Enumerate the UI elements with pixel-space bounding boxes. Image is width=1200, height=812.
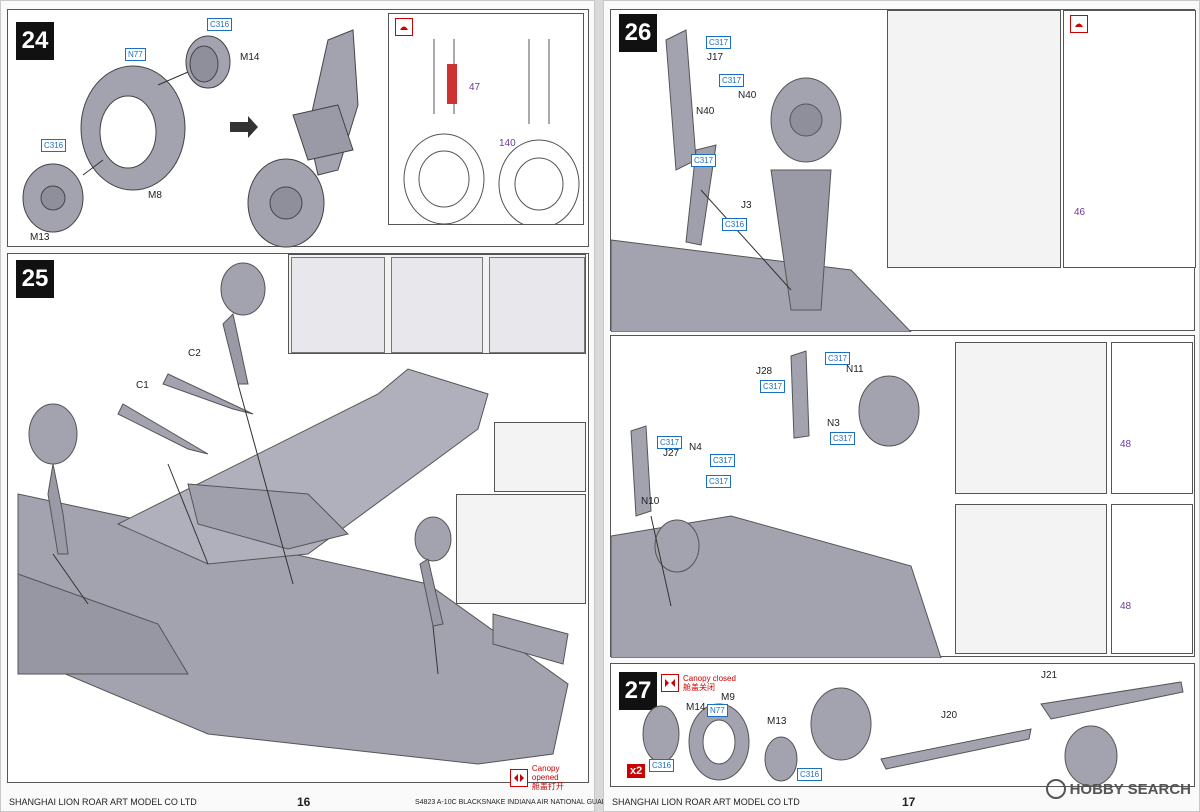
paint-ref: C317	[657, 436, 683, 449]
detail-inset	[456, 494, 586, 604]
detail-inset	[291, 257, 385, 353]
right-page: 26 C317 J17 C317 N40 N40 C317 J3 C316 46	[603, 0, 1200, 812]
paint-ref: C316	[207, 18, 233, 31]
step24-panel: 24 C316 M14 N77 C316 M8 M13	[7, 9, 589, 248]
detail-inset: 46	[1063, 10, 1196, 268]
part-label: M9	[721, 692, 735, 703]
step25-panel: 25	[7, 253, 589, 791]
step27-panel: 27 Canopy closed 舱盖关闭 x2 M14 N77 M9 C316…	[610, 663, 1195, 787]
step27-illustration	[642, 681, 1184, 787]
page-number: 17	[902, 795, 916, 809]
part-label: J21	[1041, 670, 1058, 681]
canopy-label-cn: 舱盖打开	[531, 782, 564, 791]
step24-illustration	[22, 29, 359, 248]
step-number: 25	[16, 260, 54, 298]
watermark: HOBBY SEARCH	[1045, 779, 1191, 799]
left-page: 24 C316 M14 N77 C316 M8 M13	[0, 0, 612, 812]
part-label: N40	[738, 90, 757, 101]
paint-ref: C316	[722, 218, 748, 231]
canopy-label: Canopy closed	[683, 674, 736, 683]
step25-detail-insets	[288, 254, 586, 354]
callout-number: 48	[1120, 439, 1132, 450]
part-label: M13	[30, 232, 50, 243]
part-label: M14	[686, 702, 706, 713]
step-number: 26	[619, 14, 657, 52]
part-label: N10	[641, 496, 660, 507]
paint-ref: C317	[760, 380, 786, 393]
callout-number: 48	[1120, 601, 1132, 612]
strut-line-drawing	[403, 39, 580, 224]
part-label: N3	[827, 418, 840, 429]
detail-inset	[887, 10, 1061, 268]
step26b-panel: J28 C317 C317 N11 N3 C317 C317 J27 N4 C3…	[610, 335, 1195, 658]
paint-ref: C316	[649, 759, 675, 772]
part-label: N11	[846, 364, 864, 375]
quantity-multiplier: x2	[627, 764, 646, 778]
page-number: 16	[297, 795, 311, 809]
part-label: M13	[767, 716, 787, 727]
step24-detail-inset: 47 140	[388, 13, 584, 225]
canopy-status: Canopy closed 舱盖关闭	[661, 674, 736, 692]
part-label: M8	[148, 190, 162, 201]
publisher-footer: SHANGHAI LION ROAR ART MODEL CO LTD	[9, 797, 197, 807]
paint-ref: C316	[797, 768, 823, 781]
paint-ref: C316	[41, 139, 67, 152]
callout-number: 140	[499, 138, 516, 149]
callout-number: 47	[469, 82, 481, 93]
paint-ref: C317	[719, 74, 745, 87]
canopy-status: Canopy opened 舱盖打开	[510, 764, 588, 791]
part-label: J27	[663, 448, 680, 459]
detail-inset	[955, 342, 1107, 494]
part-label: C2	[188, 348, 201, 359]
step26b-illustration	[611, 350, 942, 658]
detail-inset	[391, 257, 483, 353]
paint-ref: C317	[706, 36, 732, 49]
part-label: C1	[136, 380, 149, 391]
paint-ref: N77	[707, 704, 728, 717]
part-label: J3	[741, 200, 752, 211]
part-label: J17	[707, 52, 724, 63]
detail-inset	[489, 257, 585, 353]
canopy-label-cn: 舱盖关闭	[683, 683, 715, 692]
part-label: N4	[689, 442, 702, 453]
step26-panel: 26 C317 J17 C317 N40 N40 C317 J3 C316 46	[610, 9, 1196, 332]
paint-ref: C317	[706, 475, 732, 488]
part-label: M14	[240, 52, 260, 63]
detail-inset: 48	[1111, 342, 1193, 494]
part-label: J28	[756, 366, 773, 377]
part-label: J20	[941, 710, 958, 721]
canopy-open-icon	[510, 768, 528, 787]
step25-illustration	[17, 262, 569, 765]
publisher-footer: SHANGHAI LION ROAR ART MODEL CO LTD	[612, 797, 800, 807]
step-number: 27	[619, 672, 657, 710]
paint-icon	[1070, 15, 1088, 33]
step-number: 24	[16, 22, 54, 60]
kit-line: S4823 A-10C BLACKSNAKE INDIANA AIR NATIO…	[415, 799, 612, 806]
paint-ref: C317	[710, 454, 736, 467]
paint-ref: C317	[830, 432, 856, 445]
watermark-logo-icon	[1045, 779, 1066, 799]
paint-ref: C317	[691, 154, 717, 167]
paint-icon	[395, 18, 413, 36]
callout-number: 46	[1074, 207, 1086, 218]
step26-illustration	[611, 29, 912, 332]
detail-inset	[494, 422, 586, 492]
paint-ref: C317	[825, 352, 851, 365]
detail-inset	[955, 504, 1107, 654]
canopy-closed-icon	[661, 674, 679, 692]
watermark-text: HOBBY SEARCH	[1069, 780, 1191, 798]
canopy-label: Canopy opened	[531, 764, 560, 782]
detail-inset: 48	[1111, 504, 1193, 654]
paint-ref: N77	[125, 48, 146, 61]
part-label: N40	[696, 106, 715, 117]
